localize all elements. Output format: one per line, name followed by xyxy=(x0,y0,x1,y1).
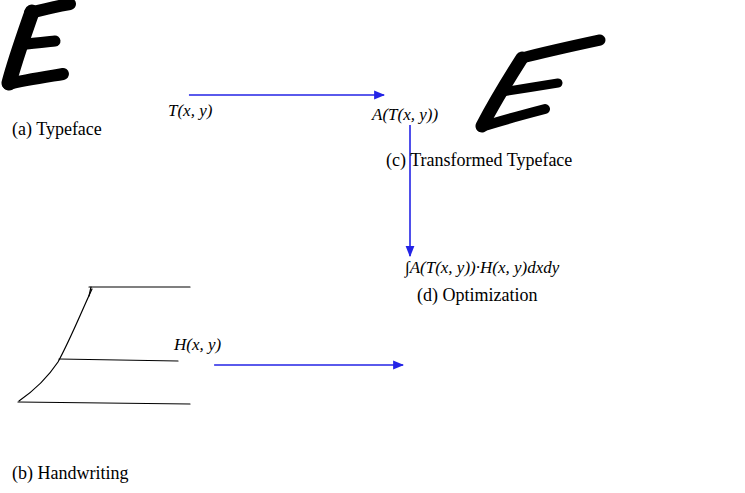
handwriting-glyph xyxy=(18,287,190,404)
flow-arrow xyxy=(214,364,403,366)
flow-arrow xyxy=(189,94,384,96)
panel-caption: (b) Handwriting xyxy=(12,462,128,484)
flow-arrow xyxy=(409,125,411,256)
panel-caption: (a) Typeface xyxy=(12,118,102,140)
function-label: T(x, y) xyxy=(166,95,217,121)
formula-text: A(T(x, y)) xyxy=(372,105,441,125)
function-label: A(T(x, y)) xyxy=(370,95,443,125)
formula-text: T(x, y) xyxy=(168,101,215,121)
formula-text: H(x, y) xyxy=(174,335,224,355)
function-label: H(x, y) xyxy=(172,333,226,365)
optimization-formula: ∫A(T(x, y))·H(x, y)dxdy (d) Optimization xyxy=(403,256,564,371)
caption-text: (d) Optimization xyxy=(417,284,562,306)
formula-text: ∫A(T(x, y))·H(x, y)dxdy xyxy=(405,258,562,278)
typeface-glyph xyxy=(8,4,70,84)
panel-caption: (c) Transformed Typeface xyxy=(386,149,572,171)
transformed-glyph xyxy=(481,40,600,127)
